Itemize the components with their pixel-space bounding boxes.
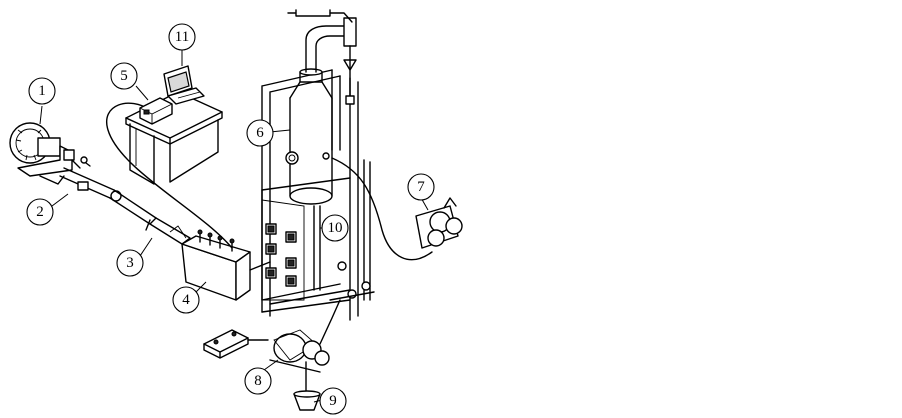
svg-text:7: 7 (417, 179, 425, 195)
callout-2: 2 (26, 198, 54, 226)
svg-text:4: 4 (182, 292, 190, 308)
heater-box (181, 229, 271, 301)
signal-cable (105, 102, 233, 249)
leader-8 (263, 359, 279, 371)
svg-text:6: 6 (256, 125, 264, 141)
svg-text:9: 9 (329, 393, 337, 409)
computer-desk (125, 65, 223, 185)
inlet-pipe (39, 156, 157, 225)
leader-3 (139, 237, 153, 257)
svg-text:5: 5 (120, 68, 128, 84)
collection-bucket (293, 390, 321, 411)
callout-8: 8 (244, 367, 272, 395)
leader-5 (135, 85, 149, 101)
blower (9, 122, 75, 177)
svg-text:2: 2 (36, 204, 44, 220)
callout-9: 9 (319, 387, 347, 415)
callout-11: 11 (168, 23, 196, 51)
svg-text:8: 8 (254, 373, 262, 389)
svg-text:3: 3 (126, 255, 134, 271)
callout-7: 7 (407, 173, 435, 201)
svg-text:11: 11 (175, 29, 189, 45)
leader-1 (39, 105, 43, 125)
leader-2 (51, 193, 69, 207)
leader-4 (195, 281, 207, 293)
svg-text:10: 10 (328, 220, 343, 236)
callout-3: 3 (116, 249, 144, 277)
pump-8 (203, 299, 341, 393)
flow-duct (145, 217, 191, 245)
pump-7 (331, 157, 463, 261)
callout-4: 4 (172, 286, 200, 314)
callout-6: 6 (246, 119, 274, 147)
callout-5: 5 (110, 62, 138, 90)
svg-text:1: 1 (38, 83, 46, 99)
callout-1: 1 (28, 77, 56, 105)
column-frame (261, 9, 375, 321)
callout-10: 10 (321, 214, 349, 242)
